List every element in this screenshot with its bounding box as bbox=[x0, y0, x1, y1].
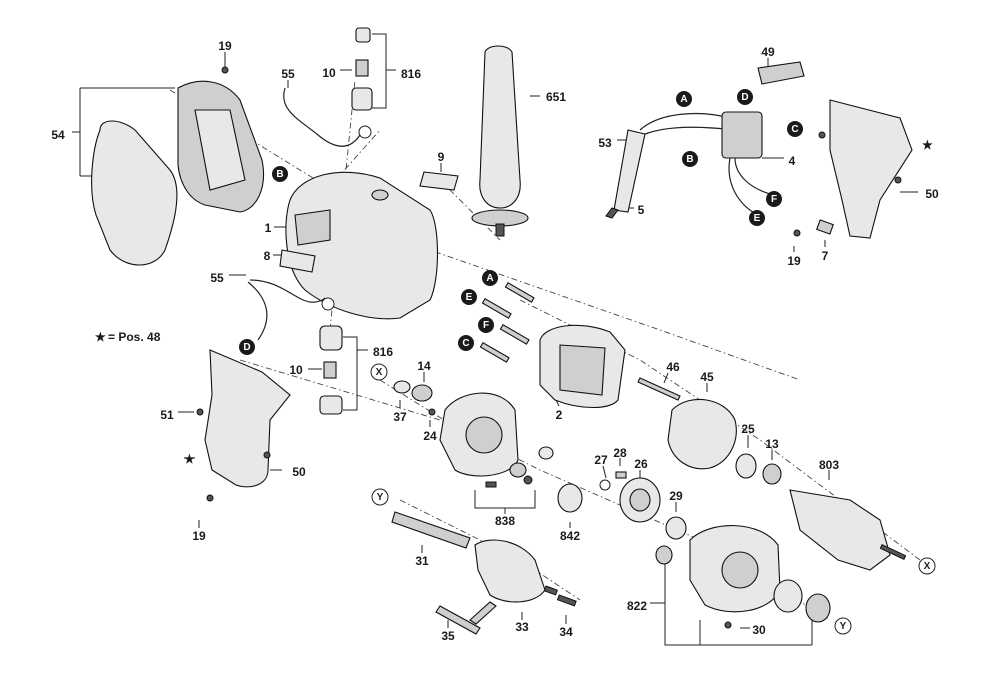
axis-marker-rY1: Y bbox=[371, 488, 389, 506]
part-label-p9: 9 bbox=[438, 150, 445, 164]
part-drawings bbox=[91, 27, 913, 635]
part-label-p1: 1 bbox=[265, 221, 272, 235]
part-label-p29: 29 bbox=[669, 489, 683, 503]
part-label-p33: 33 bbox=[515, 620, 529, 634]
star-mark-right: ★ bbox=[922, 138, 933, 152]
connector-marker-mB1: B bbox=[682, 151, 698, 167]
housing-half-left bbox=[204, 349, 291, 488]
housing-half-right bbox=[829, 99, 913, 239]
part-label-p27: 27 bbox=[594, 453, 608, 467]
svg-text:D: D bbox=[741, 92, 748, 103]
part-label-p816a: 816 bbox=[401, 67, 421, 81]
part-label-p803: 803 bbox=[819, 458, 839, 472]
legend: ★ = Pos. 48 ★ ★ bbox=[95, 138, 933, 466]
connector-marker-mC1: C bbox=[787, 121, 803, 137]
connector-marker-mE1: E bbox=[749, 210, 765, 226]
connector-marker-mB2: B bbox=[272, 166, 288, 182]
connector-marker-mA2: A bbox=[482, 270, 498, 286]
star-mark-left: ★ bbox=[184, 452, 195, 466]
part-label-p2: 2 bbox=[556, 408, 563, 422]
part-label-p24: 24 bbox=[423, 429, 437, 443]
part-label-p50a: 50 bbox=[925, 187, 939, 201]
part-label-p50b: 50 bbox=[292, 465, 306, 479]
svg-text:Y: Y bbox=[840, 621, 847, 632]
part-label-p45: 45 bbox=[700, 370, 714, 384]
aux-handle bbox=[479, 45, 521, 209]
handle-cover bbox=[91, 120, 178, 266]
part-label-p14: 14 bbox=[417, 359, 431, 373]
part-label-p30: 30 bbox=[752, 623, 766, 637]
part-label-p28: 28 bbox=[613, 446, 627, 460]
part-label-p55b: 55 bbox=[210, 271, 224, 285]
part-label-p19c: 19 bbox=[192, 529, 206, 543]
part-label-p816b: 816 bbox=[373, 345, 393, 359]
svg-text:B: B bbox=[686, 154, 693, 165]
part-label-p10a: 10 bbox=[322, 66, 336, 80]
part-label-p19a: 19 bbox=[218, 39, 232, 53]
part-label-p10b: 10 bbox=[289, 363, 303, 377]
connector-marker-mE2: E bbox=[461, 289, 477, 305]
axis-marker-rY2: Y bbox=[834, 617, 852, 635]
part-label-p26: 26 bbox=[634, 457, 648, 471]
part-label-p838: 838 bbox=[495, 514, 515, 528]
svg-text:C: C bbox=[791, 124, 798, 135]
svg-text:Y: Y bbox=[377, 492, 384, 503]
axis-markers: X Y X Y bbox=[370, 363, 936, 635]
connector-marker-mD2: D bbox=[239, 339, 255, 355]
connector-marker-mF2: F bbox=[478, 317, 494, 333]
svg-text:A: A bbox=[486, 273, 493, 284]
part-label-p31: 31 bbox=[415, 554, 429, 568]
part-label-p35: 35 bbox=[441, 629, 455, 643]
part-label-p54: 54 bbox=[51, 128, 65, 142]
chuck bbox=[474, 539, 546, 603]
svg-text:E: E bbox=[754, 213, 761, 224]
svg-text:X: X bbox=[924, 561, 931, 572]
svg-text:X: X bbox=[376, 367, 383, 378]
part-label-p651: 651 bbox=[546, 90, 566, 104]
part-label-p822: 822 bbox=[627, 599, 647, 613]
part-label-p25: 25 bbox=[741, 422, 755, 436]
part-label-p13: 13 bbox=[765, 437, 779, 451]
armature bbox=[789, 489, 891, 571]
svg-text:C: C bbox=[462, 338, 469, 349]
connector-marker-mC2: C bbox=[458, 335, 474, 351]
legend-star: ★ bbox=[95, 330, 106, 344]
axis-marker-rX2: X bbox=[918, 557, 936, 575]
part-label-p5: 5 bbox=[638, 203, 645, 217]
part-label-p7: 7 bbox=[822, 249, 829, 263]
part-label-p55a: 55 bbox=[281, 67, 295, 81]
svg-text:E: E bbox=[466, 292, 473, 303]
part-label-p842: 842 bbox=[560, 529, 580, 543]
part-label-p53: 53 bbox=[598, 136, 612, 150]
spindle bbox=[391, 511, 471, 549]
svg-text:F: F bbox=[771, 194, 777, 205]
part-label-p49: 49 bbox=[761, 45, 775, 59]
svg-text:F: F bbox=[483, 320, 489, 331]
connector-marker-mA1: A bbox=[676, 91, 692, 107]
svg-text:A: A bbox=[680, 94, 687, 105]
svg-text:B: B bbox=[276, 169, 283, 180]
part-label-p4: 4 bbox=[789, 154, 796, 168]
part-label-p19b: 19 bbox=[787, 254, 801, 268]
part-labels: 19 55 10 816 651 49 54 53 4 50 9 1 5 8 19 7 55 816 14 46 10 4… bbox=[51, 39, 939, 643]
connector-marker-mD1: D bbox=[737, 89, 753, 105]
legend-text: = Pos. 48 bbox=[108, 330, 161, 344]
part-label-p51: 51 bbox=[160, 408, 174, 422]
part-label-p8: 8 bbox=[264, 249, 271, 263]
svg-text:D: D bbox=[243, 342, 250, 353]
connector-marker-mF1: F bbox=[766, 191, 782, 207]
part-label-p34: 34 bbox=[559, 625, 573, 639]
motor-housing bbox=[285, 171, 439, 320]
part-label-p37: 37 bbox=[393, 410, 407, 424]
axis-marker-rX1: X bbox=[370, 363, 388, 381]
part-label-p46: 46 bbox=[666, 360, 680, 374]
